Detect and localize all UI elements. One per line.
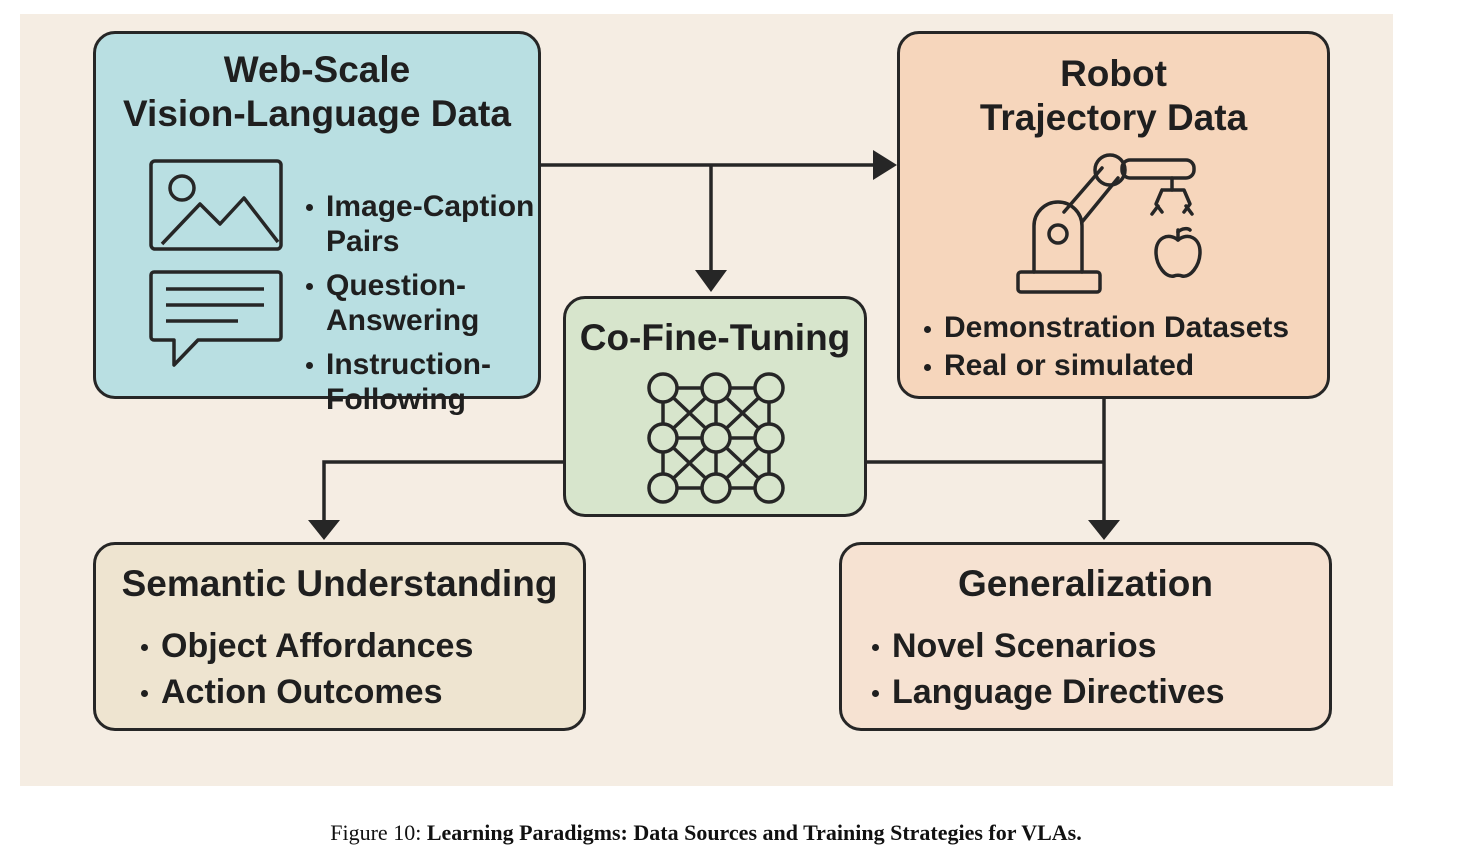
- figure-caption-prefix: Figure 10:: [330, 820, 422, 845]
- web-data-title-line2: Vision-Language Data: [123, 93, 511, 134]
- cofine-tuning-title: Co-Fine-Tuning: [579, 317, 851, 358]
- semantic-understanding-node: Semantic Understanding Object Affordance…: [93, 542, 586, 731]
- semantic-understanding-bullet: Object Affordances: [141, 623, 473, 669]
- robot-data-title-line1: Robot: [1060, 53, 1167, 94]
- robot-data-node: Robot Trajectory Data Demonstration Data…: [897, 31, 1330, 399]
- image-icon: [149, 159, 283, 251]
- generalization-title: Generalization: [958, 563, 1213, 604]
- generalization-bullet-list: Novel Scenarios Language Directives: [872, 623, 1225, 715]
- robot-data-title-line2: Trajectory Data: [979, 97, 1248, 138]
- semantic-understanding-title: Semantic Understanding: [121, 563, 558, 604]
- web-data-node: Web-Scale Vision-Language Data Image-Cap…: [93, 31, 541, 416]
- robot-data-bullet: Real or simulated: [924, 347, 1289, 385]
- apple-icon: [1154, 226, 1202, 278]
- web-data-bullet-list: Image-Caption Pairs Question- Answering …: [306, 189, 534, 426]
- semantic-understanding-bullet: Action Outcomes: [141, 669, 473, 715]
- web-data-bullet: Instruction- Following: [306, 347, 534, 417]
- robot-data-bullet: Demonstration Datasets: [924, 309, 1289, 347]
- generalization-bullet: Language Directives: [872, 669, 1225, 715]
- generalization-bullet: Novel Scenarios: [872, 623, 1225, 669]
- figure-caption-text: Learning Paradigms: Data Sources and Tra…: [426, 820, 1082, 845]
- generalization-node: Generalization Novel Scenarios Language …: [839, 542, 1332, 731]
- web-data-bullet: Question- Answering: [306, 268, 534, 338]
- semantic-understanding-bullet-list: Object Affordances Action Outcomes: [141, 623, 473, 715]
- web-data-title-line1: Web-Scale: [223, 49, 411, 90]
- chat-bubble-icon: [149, 270, 283, 367]
- web-data-bullet: Image-Caption Pairs: [306, 189, 534, 259]
- figure-caption: Figure 10: Learning Paradigms: Data Sour…: [0, 820, 1412, 846]
- neural-network-icon: [647, 372, 785, 504]
- cofine-tuning-node: Co-Fine-Tuning: [563, 296, 867, 517]
- robot-data-bullet-list: Demonstration Datasets Real or simulated: [924, 309, 1289, 385]
- robot-arm-icon: [1016, 153, 1196, 294]
